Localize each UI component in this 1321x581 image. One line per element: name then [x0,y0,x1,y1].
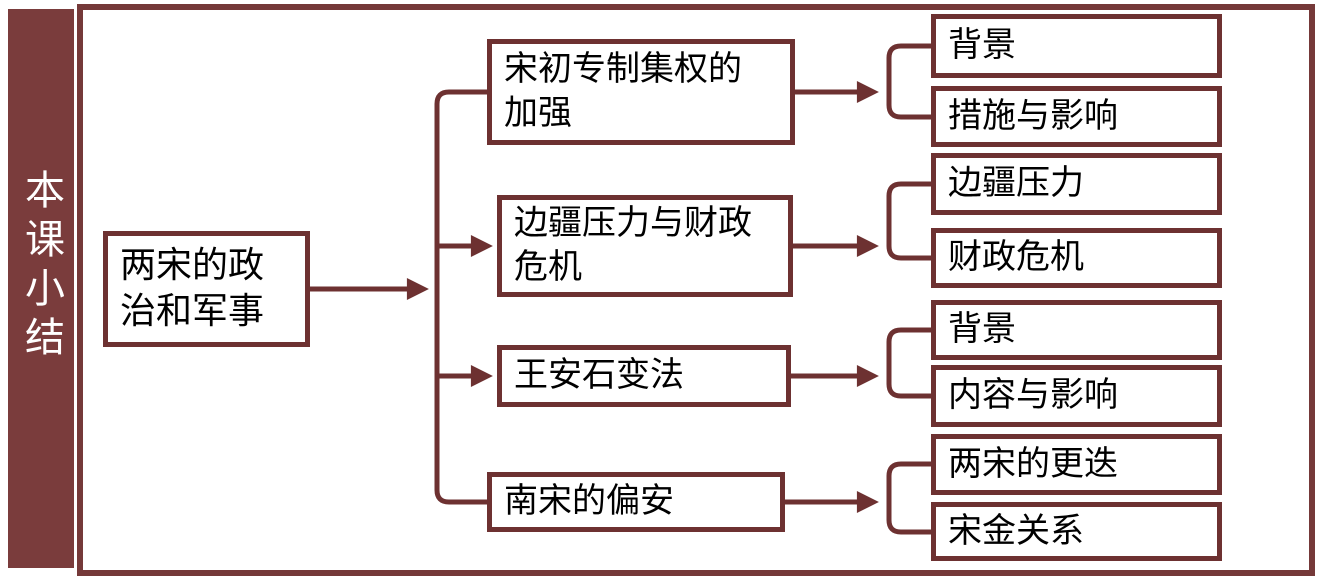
node-leaf-label: 边疆压力 [948,163,1084,204]
sidebar: 本课小结 [8,9,74,568]
node-leaf-label: 措施与影响 [948,95,1118,136]
node-leaf-content-influence: 内容与影响 [931,365,1222,427]
node-branch-wanganshi-reform: 王安石变法 [497,345,791,407]
node-leaf-label: 两宋的更迭 [948,443,1118,484]
node-branch-label: 南宋的偏安 [504,481,674,522]
node-root: 两宋的政治和军事 [103,231,310,347]
node-leaf-background-2: 背景 [931,300,1222,360]
node-leaf-label: 内容与影响 [948,375,1118,416]
node-root-label: 两宋的政治和军事 [120,244,265,332]
node-branch-label: 王安石变法 [514,355,684,396]
node-branch-label: 宋初专制集权的加强 [504,49,742,133]
node-leaf-label: 背景 [948,309,1016,350]
node-leaf-measures-influence: 措施与影响 [931,86,1222,147]
node-leaf-song-jin-relations: 宋金关系 [931,502,1222,561]
node-leaf-fiscal-crisis: 财政危机 [931,228,1222,288]
node-branch-song-centralization: 宋初专制集权的加强 [487,39,795,145]
node-leaf-label: 背景 [948,25,1016,66]
node-branch-southern-song: 南宋的偏安 [487,472,785,532]
node-leaf-label: 财政危机 [948,237,1084,278]
node-leaf-label: 宋金关系 [948,510,1084,551]
node-branch-label: 边疆压力与财政危机 [514,203,752,287]
node-leaf-border-pressure: 边疆压力 [931,153,1222,215]
sidebar-title: 本课小结 [18,169,64,365]
node-leaf-background-1: 背景 [931,14,1222,78]
node-leaf-song-succession: 两宋的更迭 [931,434,1222,495]
node-branch-border-fiscal: 边疆压力与财政危机 [497,195,793,297]
